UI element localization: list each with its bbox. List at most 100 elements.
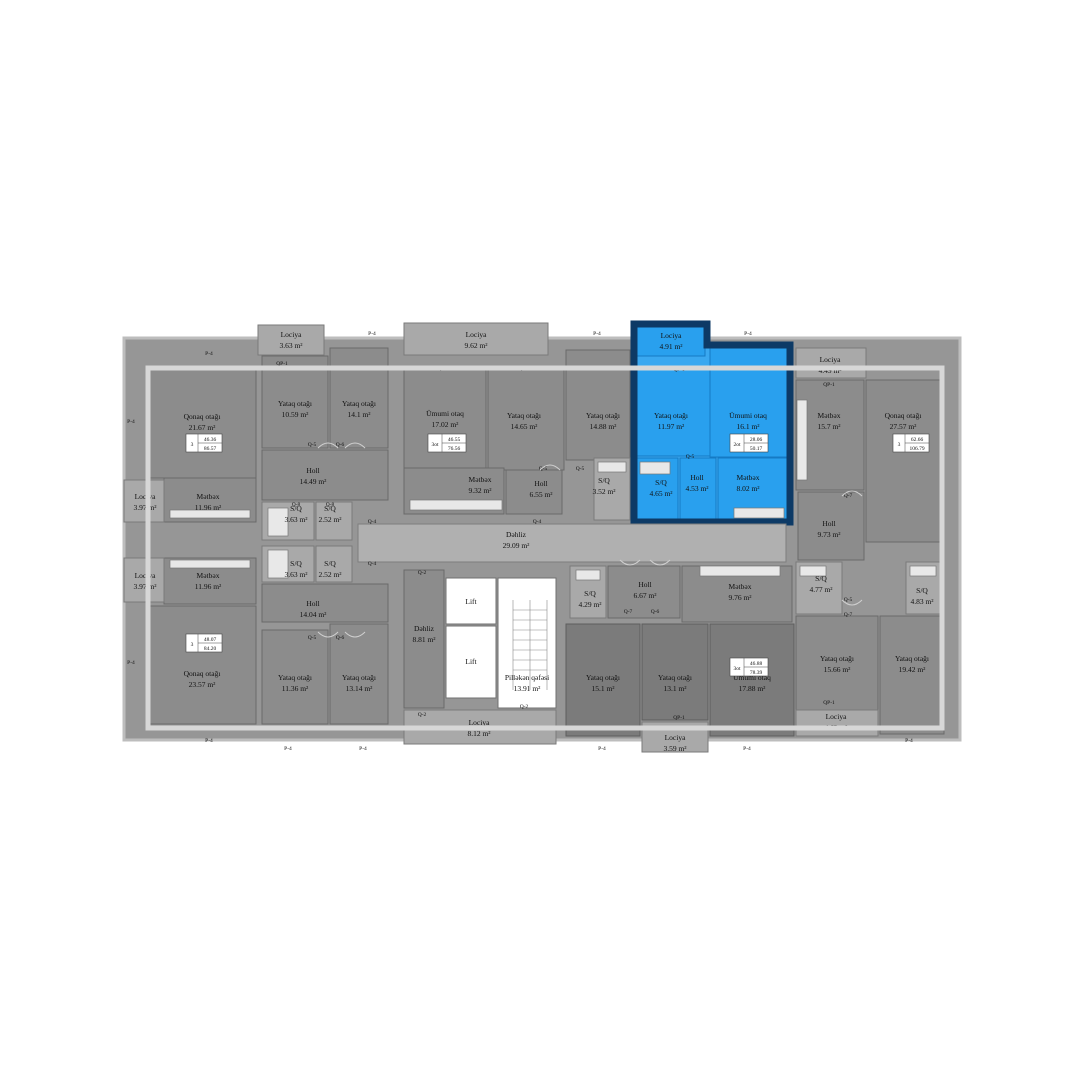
room-holl-a[interactable] [261, 449, 389, 501]
svg-text:Q-5: Q-5 [308, 635, 317, 641]
svg-text:Yataq otağı: Yataq otağı [658, 673, 692, 682]
room-holl-e[interactable] [607, 565, 681, 619]
svg-text:Qonaq otağı: Qonaq otağı [184, 669, 221, 678]
svg-text:6.67 m²: 6.67 m² [633, 591, 657, 600]
room-holl-f[interactable] [261, 583, 389, 623]
svg-text:Q-4: Q-4 [368, 519, 377, 525]
svg-text:11.36 m²: 11.36 m² [282, 684, 309, 693]
room-qonaq-c[interactable] [147, 605, 257, 725]
svg-text:Lociya: Lociya [820, 355, 841, 364]
svg-text:Q-7: Q-7 [624, 609, 633, 615]
apartment-badge-highlighted: 2ot 28.06 50.17 [729, 433, 769, 453]
svg-text:Pilləkən qəfəsi: Pilləkən qəfəsi [505, 673, 549, 682]
svg-text:Lociya: Lociya [469, 718, 490, 727]
room-qonaq-b[interactable] [865, 379, 943, 543]
svg-text:9.62 m²: 9.62 m² [464, 341, 488, 350]
room-holl-d[interactable] [797, 491, 865, 561]
room-lociya-i[interactable] [795, 709, 879, 737]
svg-text:76.56: 76.56 [448, 446, 461, 452]
svg-text:P-4: P-4 [205, 351, 213, 357]
svg-text:Holl: Holl [306, 599, 319, 608]
room-sq-b[interactable] [315, 501, 353, 541]
door-swings [317, 442, 863, 638]
room-yataq-j[interactable] [795, 615, 879, 711]
svg-text:Mətbəx: Mətbəx [197, 571, 220, 580]
svg-text:86.57: 86.57 [204, 446, 217, 452]
svg-text:9.76 m²: 9.76 m² [728, 593, 752, 602]
svg-text:Qonaq otağı: Qonaq otağı [885, 411, 922, 420]
svg-text:4.83 m²: 4.83 m² [910, 597, 934, 606]
room-holl-b[interactable] [505, 469, 563, 515]
svg-text:14.65 m²: 14.65 m² [511, 422, 539, 431]
room-labels: Lociya 3.63 m² Lociya 9.62 m² Lociya 4.9… [133, 330, 934, 753]
svg-text:21.67 m²: 21.67 m² [189, 423, 217, 432]
room-lociya-e[interactable] [123, 479, 165, 523]
svg-text:3.52 m²: 3.52 m² [592, 487, 616, 496]
svg-text:3: 3 [898, 442, 901, 448]
svg-text:Ümumi otaq: Ümumi otaq [733, 673, 771, 682]
svg-text:Mətbəx: Mətbəx [197, 492, 220, 501]
room-pilleken[interactable] [497, 577, 557, 709]
room-yataq-h[interactable] [565, 623, 641, 737]
svg-text:Q-7: Q-7 [844, 612, 853, 618]
svg-text:14.1 m²: 14.1 m² [347, 410, 371, 419]
room-yataq-b[interactable] [329, 347, 389, 449]
room-yataq-g[interactable] [329, 623, 389, 725]
svg-text:Lociya: Lociya [466, 330, 487, 339]
room-yataq-i[interactable] [641, 623, 709, 721]
svg-text:8.12 m²: 8.12 m² [467, 729, 491, 738]
svg-text:11.96 m²: 11.96 m² [195, 503, 222, 512]
svg-text:78.39: 78.39 [750, 670, 763, 676]
room-yataq-f[interactable] [261, 629, 329, 725]
svg-text:8.81 m²: 8.81 m² [412, 635, 436, 644]
svg-text:2.52 m²: 2.52 m² [318, 570, 342, 579]
room-yataq-k[interactable] [879, 615, 945, 735]
stair-lines [512, 600, 548, 690]
svg-text:Q-5: Q-5 [308, 442, 317, 448]
room-sq-f[interactable] [315, 545, 353, 583]
room-lociya-b[interactable] [403, 322, 549, 356]
svg-text:P-4: P-4 [284, 746, 292, 752]
svg-text:Yataq otağı: Yataq otağı [820, 654, 854, 663]
svg-text:S/Q: S/Q [290, 504, 302, 513]
room-dehliz-b[interactable] [403, 569, 445, 709]
room-lociya-f[interactable] [123, 557, 165, 603]
svg-text:Holl: Holl [306, 466, 319, 475]
svg-text:P-4: P-4 [127, 419, 135, 425]
svg-text:S/Q: S/Q [584, 589, 596, 598]
svg-text:Lociya: Lociya [281, 330, 302, 339]
room-umumi-c[interactable] [709, 623, 795, 737]
room-yataq-e[interactable] [635, 369, 711, 457]
svg-text:28.06: 28.06 [750, 437, 763, 443]
room-lociya-a[interactable] [257, 324, 325, 356]
room-qonaq-a[interactable] [147, 367, 257, 479]
svg-text:Holl: Holl [822, 519, 835, 528]
svg-text:Q-2: Q-2 [520, 704, 529, 710]
apartment-badge-ne: 3 62.66 106.79 [892, 433, 930, 453]
svg-text:Q-5: Q-5 [539, 466, 548, 472]
room-lociya-d[interactable] [795, 347, 867, 379]
svg-text:8.02 m²: 8.02 m² [736, 484, 760, 493]
svg-text:48.07: 48.07 [204, 637, 217, 643]
svg-text:Qonaq otağı: Qonaq otağı [184, 412, 221, 421]
svg-text:3.63 m²: 3.63 m² [284, 515, 308, 524]
lift-shaft-b [445, 625, 497, 699]
svg-text:Lociya: Lociya [661, 331, 682, 340]
svg-text:3ot: 3ot [431, 442, 439, 448]
svg-text:Lociya: Lociya [826, 712, 847, 721]
svg-text:P-4: P-4 [359, 746, 367, 752]
svg-text:Holl: Holl [638, 580, 651, 589]
room-dehliz-a[interactable] [357, 523, 787, 563]
highlight-outline [630, 320, 794, 526]
room-yataq-a[interactable] [261, 355, 329, 449]
svg-text:QP-1: QP-1 [823, 382, 835, 388]
svg-text:Yataq otağı: Yataq otağı [654, 411, 688, 420]
room-umumi-a[interactable] [403, 367, 487, 469]
svg-text:Holl: Holl [534, 479, 547, 488]
svg-text:Q-2: Q-2 [418, 570, 427, 576]
svg-text:P-4: P-4 [127, 660, 135, 666]
apartment-badge-sw: 3 48.07 84.20 [185, 633, 223, 653]
svg-text:50.17: 50.17 [750, 446, 763, 452]
svg-text:Dəhliz: Dəhliz [414, 624, 435, 633]
svg-text:Q-5: Q-5 [844, 597, 853, 603]
